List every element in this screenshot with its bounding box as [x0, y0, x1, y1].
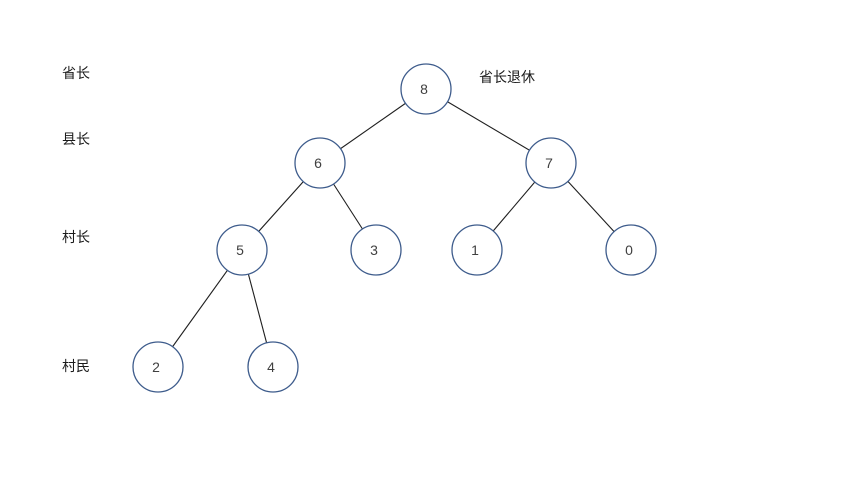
node-value: 0	[625, 242, 633, 258]
node-value: 2	[152, 359, 160, 375]
node-circle	[400, 63, 452, 115]
node-circle	[247, 341, 299, 393]
level-label-1: 县长	[62, 131, 90, 147]
nodes-layer: 8 6 7 5 3 1 0 2 4	[132, 63, 657, 393]
tree-node-7: 7	[525, 137, 577, 189]
node-value: 7	[545, 155, 553, 171]
tree-node-8: 8	[400, 63, 452, 115]
tree-node-0: 0	[605, 224, 657, 276]
node-circle	[605, 224, 657, 276]
tree-node-4: 4	[247, 341, 299, 393]
tree-node-6: 6	[294, 137, 346, 189]
node-value: 1	[471, 242, 479, 258]
node-value: 4	[267, 359, 275, 375]
node-value: 6	[314, 155, 322, 171]
tree-node-1: 1	[451, 224, 503, 276]
node-circle	[451, 224, 503, 276]
node-circle	[350, 224, 402, 276]
node-value: 8	[420, 81, 428, 97]
level-label-3: 村民	[62, 358, 90, 374]
tree-node-3: 3	[350, 224, 402, 276]
level-label-0: 省长	[62, 65, 90, 81]
node-circle	[294, 137, 346, 189]
node-value: 5	[236, 242, 244, 258]
level-label-2: 村长	[62, 229, 90, 245]
node-circle	[132, 341, 184, 393]
annotation-text: 省长退休	[479, 69, 535, 85]
tree-node-5: 5	[216, 224, 268, 276]
node-circle	[525, 137, 577, 189]
node-circle	[216, 224, 268, 276]
node-value: 3	[370, 242, 378, 258]
tree-node-2: 2	[132, 341, 184, 393]
